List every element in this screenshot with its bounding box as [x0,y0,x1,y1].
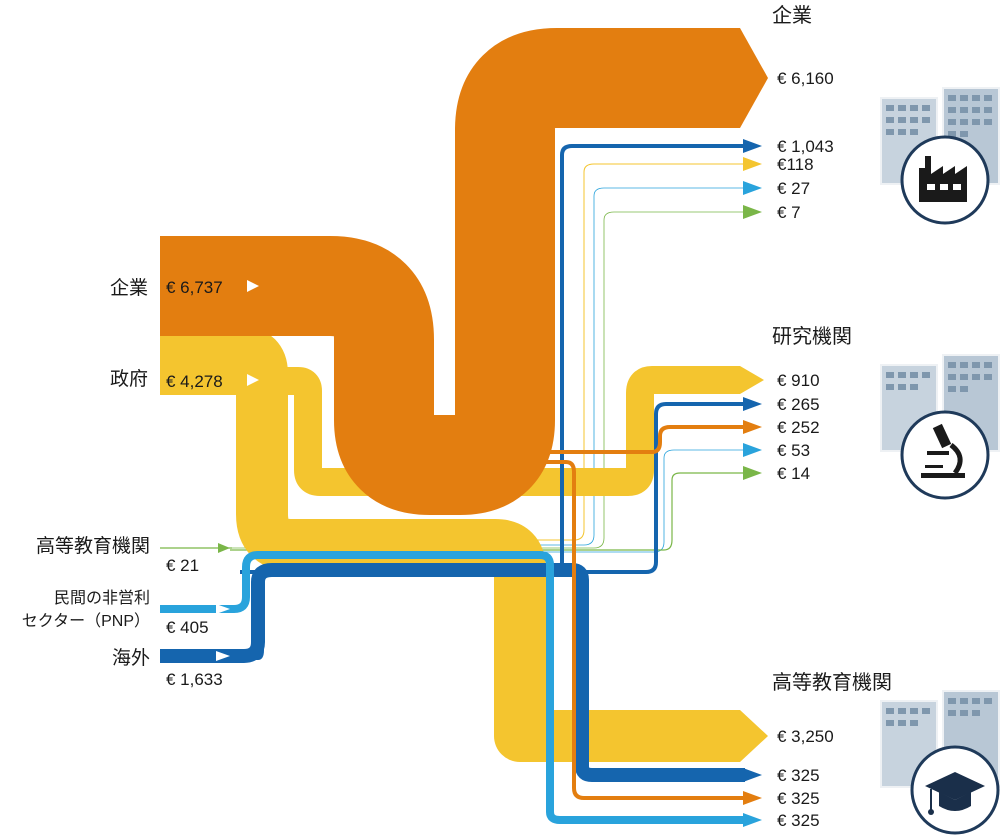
source-arrow-higher-ed [218,543,230,553]
arrowhead-b5 [743,205,762,219]
source-name-pnp-line2: セクター（PNP） [22,612,150,630]
dest-business-value-3: €118 [777,155,814,174]
flow-government-to-business-thin [430,163,745,541]
factory-icon [900,135,990,225]
dest-university-value-3: € 325 [777,789,820,808]
arrowhead-r3 [743,420,762,434]
source-value-government: € 4,278 [166,372,223,391]
source-arrow-business [247,280,259,292]
arrowhead-b2 [743,139,762,153]
dest-university-value-4: € 325 [777,811,820,830]
destination-title-business: 企業 [772,4,812,27]
arrowhead-u4 [743,813,762,827]
flow-pnp-to-research-thin [430,449,745,553]
flow-abroad-to-university [160,563,745,782]
source-name-government: 政府 [110,368,148,390]
dest-university-value-1: € 3,250 [777,727,834,746]
dest-business-value-2: € 1,043 [777,137,834,156]
arrowhead-r2 [743,397,762,411]
source-name-business: 企業 [110,277,148,299]
source-arrow-government [247,374,259,386]
source-value-business: € 6,737 [166,278,223,297]
dest-business-value-4: € 27 [777,179,810,198]
dest-business-value-1: € 6,160 [777,69,834,88]
source-arrow-abroad [216,651,230,661]
dest-research-value-1: € 910 [777,371,820,390]
flow-pnp-to-business-thin [430,187,745,546]
arrowhead-university-main [740,710,768,762]
microscope-icon [900,410,990,500]
arrowhead-business-main [740,28,768,128]
arrowhead-b4 [743,181,762,195]
dest-university-value-2: € 325 [777,766,820,785]
flow-higher-ed-to-research-thin [230,472,745,551]
source-name-pnp-line1: 民間の非営利 [54,589,150,607]
building-icon-university [880,690,1000,788]
dest-research-value-2: € 265 [777,395,820,414]
source-value-abroad: € 1,633 [166,670,223,689]
dest-research-value-4: € 53 [777,441,810,460]
flow-business-to-business [160,28,740,515]
dest-business-value-5: € 7 [777,203,801,222]
arrowhead-u2 [743,768,762,782]
arrowhead-b3 [743,157,762,171]
arrowhead-r4 [743,443,762,457]
source-value-pnp: € 405 [166,618,209,637]
flow-abroad-to-research [240,402,745,574]
source-name-higher-ed: 高等教育機関 [36,535,150,557]
dest-research-value-5: € 14 [777,464,810,483]
arrowhead-u3 [743,791,762,805]
source-arrow-pnp [216,604,230,614]
destination-title-university: 高等教育機関 [772,671,892,694]
arrowhead-research-main [740,366,764,394]
flow-pnp-to-university [160,551,745,824]
graduation-cap-icon [910,745,1000,835]
source-value-higher-ed: € 21 [166,556,199,575]
flow-higher-ed-to-business-thin [230,211,745,549]
dest-research-value-3: € 252 [777,418,820,437]
flow-business-to-university [520,460,745,800]
flow-business-to-research [430,425,745,454]
destination-title-research: 研究機関 [772,325,852,348]
arrowhead-r5 [743,466,762,480]
source-name-abroad: 海外 [112,647,150,669]
